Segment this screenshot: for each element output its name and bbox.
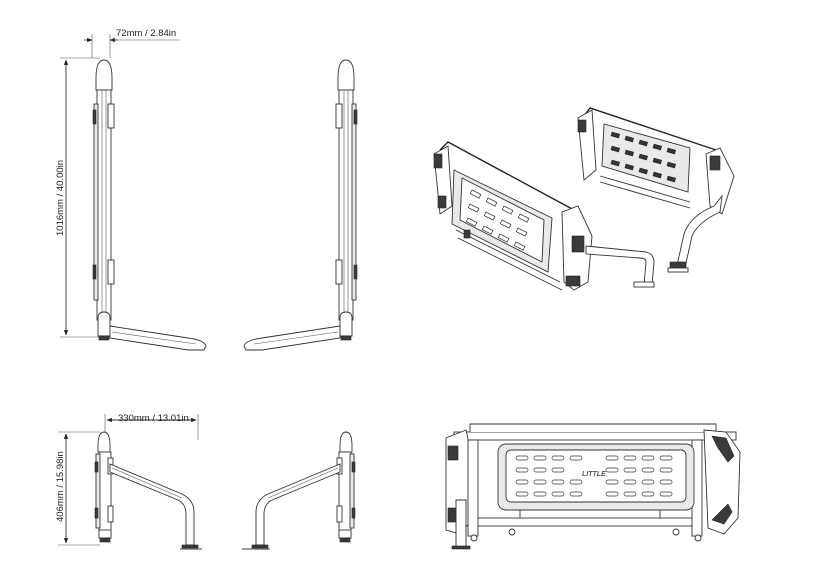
front-panel-slot-grid: [515, 455, 673, 497]
height-dimension-tall: 1016mm / 40.00in: [55, 57, 100, 338]
front-frame: [433, 141, 655, 291]
height-dimension-label: 1016mm / 40.00in: [55, 160, 66, 236]
isometric-view: [433, 107, 735, 291]
width-dimension: 72mm / 2.84in: [84, 28, 180, 58]
depth-dimension-label: 330mm / 13.01in: [118, 413, 189, 424]
rear-panel-slots: [610, 131, 676, 183]
height-dimension-short: 406mm / 15.98in: [55, 431, 100, 546]
side-view-left-short: 330mm / 13.01in 406mm / 15.98in: [55, 413, 202, 550]
rear-frame: [577, 107, 735, 273]
height-short-dimension-label: 406mm / 15.98in: [55, 451, 66, 522]
side-view-right-tall: [243, 59, 358, 351]
panel-logo: LITTLE: [582, 471, 606, 478]
side-view-left-tall: 72mm / 2.84in 1016mm / 40.00in: [55, 28, 207, 351]
side-view-right-short: [242, 431, 356, 550]
front-panel-slots: [465, 189, 530, 251]
front-view: LITTLE: [445, 423, 741, 550]
width-dimension-label: 72mm / 2.84in: [116, 28, 176, 39]
depth-dimension: 330mm / 13.01in: [104, 413, 199, 440]
